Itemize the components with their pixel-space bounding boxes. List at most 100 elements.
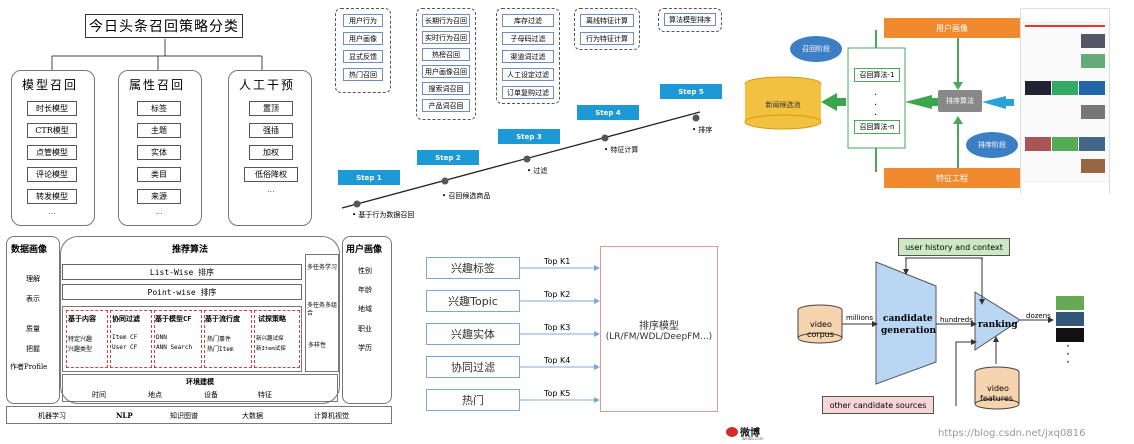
model-line2: (LR/FM/WDL/DeepFM...) bbox=[605, 331, 713, 342]
topk-label: Top K5 bbox=[544, 389, 571, 398]
multi-model: 多任务多组合 bbox=[307, 302, 338, 317]
multi-task: 多任务学习 bbox=[307, 264, 338, 271]
step-item: 热榜召回 bbox=[422, 48, 470, 61]
item-box: 评论模型 bbox=[27, 167, 77, 182]
panel1-title: 今日头条召回策略分类 bbox=[85, 14, 243, 38]
corpus-line2: corpus bbox=[807, 330, 834, 339]
item-box: 类目 bbox=[137, 167, 181, 182]
corpus-line1: video bbox=[810, 320, 832, 329]
topk-label: Top K4 bbox=[544, 356, 571, 365]
group-col4 bbox=[574, 8, 640, 50]
tech-item: 大数据 bbox=[242, 412, 263, 420]
topk-label: Top K1 bbox=[544, 257, 571, 266]
user-profile-bar: 用户画像 bbox=[884, 18, 1020, 38]
env-title: 环境建模 bbox=[186, 377, 214, 386]
point-label: • 特征计算 bbox=[604, 146, 639, 154]
item-box: CTR模型 bbox=[27, 123, 77, 138]
step-item: 渠道词过滤 bbox=[502, 50, 554, 63]
sub-line: 新兴趣试探 bbox=[256, 336, 284, 342]
step-item: 显式反馈 bbox=[343, 50, 383, 63]
step-badge: Step 5 bbox=[660, 84, 722, 99]
millions-label: millions bbox=[846, 314, 873, 322]
result-thumb bbox=[1056, 312, 1084, 326]
item-box: 加权 bbox=[249, 145, 293, 160]
interest-box: 协同过滤 bbox=[426, 356, 520, 378]
dot: · bbox=[874, 90, 878, 101]
step-item: 离线特征计算 bbox=[580, 14, 634, 27]
step-item: 长期行为召回 bbox=[422, 14, 470, 27]
group-label: 模型召回 bbox=[22, 78, 79, 92]
weibo-sub: weibo.com bbox=[742, 436, 764, 441]
phone-header bbox=[1021, 9, 1109, 23]
dot: · bbox=[874, 110, 878, 121]
step-item: 产品词召回 bbox=[422, 99, 470, 112]
dot: · bbox=[874, 100, 878, 111]
weibo-logo: 微博 weibo.com bbox=[726, 424, 776, 442]
step-badge: Step 3 bbox=[498, 129, 560, 144]
feed-thumb bbox=[1052, 81, 1078, 95]
rec-algo-box bbox=[60, 236, 340, 404]
sub-box-popularity bbox=[204, 310, 252, 368]
rank-stage-bubble: 排序阶段 bbox=[966, 132, 1018, 158]
item-box: 转发模型 bbox=[27, 189, 77, 204]
item-box: 强插 bbox=[249, 123, 293, 138]
tech-item: 机器学习 bbox=[38, 412, 66, 420]
phone-feed-thumbnail bbox=[1020, 8, 1110, 194]
item-box: 实体 bbox=[137, 145, 181, 160]
side-tasks-box bbox=[305, 254, 339, 372]
step-item: 热门召回 bbox=[343, 68, 383, 81]
sub-title: 基于内容 bbox=[68, 315, 96, 323]
step-badge: Step 2 bbox=[417, 150, 479, 165]
topk-label: Top K3 bbox=[544, 323, 571, 332]
step-item: 库存过滤 bbox=[502, 14, 554, 27]
group-model-recall: 模型召回 时长模型 CTR模型 点管模型 评论模型 转发模型 ... bbox=[11, 70, 95, 226]
dozens-label: dozens bbox=[1026, 312, 1051, 320]
result-thumb bbox=[1056, 296, 1084, 310]
panel1-connectors bbox=[51, 39, 263, 70]
sub-title: 协同过滤 bbox=[112, 315, 140, 323]
user-profile-box bbox=[342, 236, 392, 404]
hundreds-label: hundreds bbox=[940, 316, 973, 324]
interest-box: 兴趣Topic bbox=[426, 290, 520, 312]
user-profile-title: 用户画像 bbox=[346, 245, 383, 255]
news-pool: 新闻候选池 bbox=[765, 101, 801, 109]
ranking-label: ranking bbox=[978, 320, 1018, 330]
env-item: 时间 bbox=[92, 391, 106, 399]
result-dots: ··· bbox=[1066, 339, 1070, 369]
env-item: 地点 bbox=[148, 391, 162, 399]
step-badge: Step 1 bbox=[338, 170, 400, 185]
feed-thumb bbox=[1025, 137, 1051, 151]
point-label-text: 排序 bbox=[698, 126, 713, 134]
feed-thumb bbox=[1081, 34, 1105, 48]
recall-stage-bubble: 召回阶段 bbox=[790, 36, 842, 62]
item-box: 低俗降权 bbox=[244, 167, 298, 182]
panel-youtube-dnn: user history and context video corpus mi… bbox=[790, 232, 1134, 444]
group-col1 bbox=[335, 8, 391, 93]
item-box: 主题 bbox=[137, 123, 181, 138]
env-item: 设备 bbox=[204, 391, 218, 399]
features-line1: video bbox=[987, 384, 1009, 393]
feed-thumb bbox=[1052, 137, 1078, 151]
step-item: 人工设定过滤 bbox=[502, 68, 554, 81]
step-item: 行为特征计算 bbox=[580, 32, 634, 45]
other-sources-box: other candidate sources bbox=[822, 396, 934, 414]
panel-rec-architecture: 数据画像 理解 表示 质量 把握 作者Profile 推荐算法 List-Wis… bbox=[0, 234, 398, 430]
sub-line: 新Item试探 bbox=[256, 346, 286, 352]
step-item: 搜索词召回 bbox=[422, 82, 470, 95]
step-item: 算法模型排序 bbox=[664, 13, 716, 26]
right-item: 学历 bbox=[358, 344, 372, 352]
weibo-icon bbox=[726, 427, 738, 437]
bottom-tech-bar bbox=[6, 406, 392, 424]
env-box: 环境建模 bbox=[62, 374, 338, 402]
item-box: 来源 bbox=[137, 189, 181, 204]
tech-item: 知识图谱 bbox=[170, 412, 198, 420]
rank-algo: 排序算法 bbox=[938, 90, 982, 112]
sub-line: DNN bbox=[156, 334, 167, 341]
tech-item: NLP bbox=[116, 411, 133, 420]
step-item: 实时行为召回 bbox=[422, 31, 470, 44]
sub-box-model-cf bbox=[154, 310, 202, 368]
group-col3 bbox=[496, 8, 560, 104]
point-label: • 召回候选商品 bbox=[442, 192, 491, 200]
sub-title: 试探策略 bbox=[258, 315, 286, 323]
sub-box-cf bbox=[110, 310, 152, 368]
